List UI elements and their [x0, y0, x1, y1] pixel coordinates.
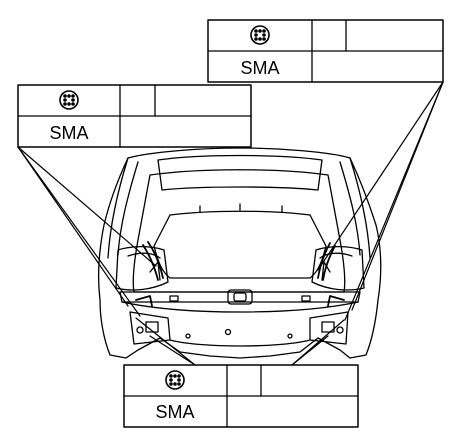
leader-lines — [17, 81, 444, 366]
label-table-top-right: SMA — [207, 19, 444, 83]
latch — [227, 289, 253, 305]
body-outline — [97, 147, 382, 359]
weld-spot-icon — [250, 25, 270, 45]
material-label: SMA — [240, 58, 279, 78]
car-rear-body — [97, 147, 382, 359]
material-label: SMA — [155, 402, 194, 422]
weld-spot-icon — [165, 370, 185, 390]
right-lamp-housing — [311, 245, 365, 291]
left-lamp-housing — [115, 245, 169, 291]
rear-window-opening — [157, 154, 323, 191]
label-table-top-left: SMA — [17, 84, 252, 148]
material-label: SMA — [49, 123, 88, 143]
sma-parts — [135, 241, 345, 307]
trunk-opening-outer — [132, 169, 346, 293]
weld-spot-icon — [59, 90, 79, 110]
trunk-opening — [153, 210, 327, 279]
label-table-bottom: SMA — [123, 364, 359, 428]
